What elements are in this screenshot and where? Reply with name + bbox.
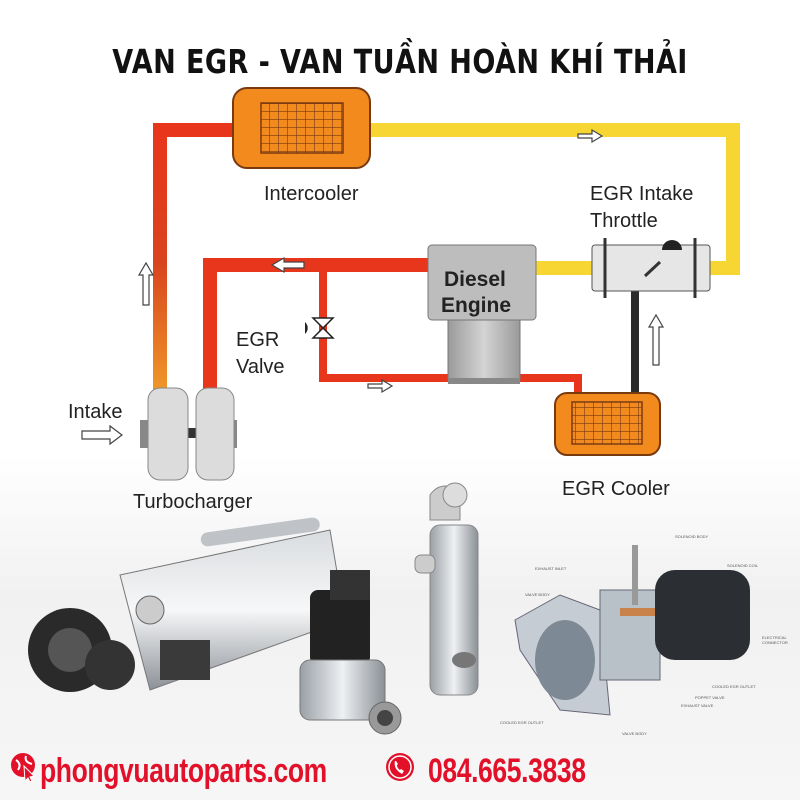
cutaway-label: VALVE BODY <box>525 592 550 597</box>
product-photo-illustrations <box>28 482 750 735</box>
cutaway-label: EXHAUST INLET <box>535 566 567 571</box>
hot-intake-pipe <box>153 123 240 395</box>
egr-valve-photo <box>299 570 402 735</box>
egr-flow-diagram <box>81 87 740 481</box>
flow-arrow-right-icon <box>367 378 394 394</box>
label-diesel-engine-line1: Diesel <box>444 268 506 291</box>
label-egr-valve-line1: EGR <box>236 329 280 351</box>
cutaway-label: EXHAUST VALVE <box>681 703 714 708</box>
egr-module-photo <box>28 517 346 692</box>
label-egr-cooler: EGR Cooler <box>562 478 670 500</box>
label-intake: Intake <box>68 401 123 423</box>
egr-cooler <box>554 392 661 456</box>
page-title: VAN EGR - VAN TUẦN HOÀN KHÍ THẢI <box>112 42 688 81</box>
turbocharger <box>140 387 237 481</box>
egr-cooler-photo <box>414 482 479 696</box>
cutaway-label: COOLED EGR OUTLET <box>712 684 756 689</box>
intake-arrow-icon <box>81 424 123 446</box>
diesel-engine <box>427 244 537 384</box>
flow-arrow-up-icon <box>137 261 155 306</box>
label-egr-intake-throttle-line2: Throttle <box>590 210 658 232</box>
egr-valve-cutaway-illustration <box>514 545 750 716</box>
intercooler <box>232 87 371 169</box>
egr-intake-throttle <box>591 238 711 298</box>
flow-arrow-left-icon <box>270 256 305 274</box>
cutaway-label: SOLENOID BODY <box>675 534 709 539</box>
cutaway-label: SOLENOID COIL <box>727 563 759 568</box>
globe-cursor-icon <box>11 753 35 782</box>
label-egr-valve-line2: Valve <box>236 356 285 378</box>
cutaway-label: VALVE BODY <box>622 731 647 736</box>
cutaway-label: POPPET VALVE <box>695 695 725 700</box>
website-link[interactable]: phongvuautoparts.com <box>40 752 327 790</box>
label-turbocharger: Turbocharger <box>133 491 253 513</box>
label-diesel-engine-line2: Engine <box>441 294 512 317</box>
cutaway-label: COOLED EGR OUTLET <box>500 720 544 725</box>
label-intercooler: Intercooler <box>264 183 359 205</box>
phone-number[interactable]: 084.665.3838 <box>428 752 586 790</box>
exhaust-pipe <box>203 258 430 395</box>
egr-valve-symbol <box>305 317 335 339</box>
flow-arrow-right-icon <box>577 128 604 144</box>
cutaway-label: ELECTRICAL CONNECTOR <box>762 635 788 645</box>
flow-arrow-up-icon <box>647 313 665 366</box>
egr-product-photos: SOLENOID BODY SOLENOID COIL EXHAUST INLE… <box>0 455 800 800</box>
phone-icon <box>386 753 414 781</box>
label-egr-intake-throttle-line1: EGR Intake <box>590 183 694 205</box>
